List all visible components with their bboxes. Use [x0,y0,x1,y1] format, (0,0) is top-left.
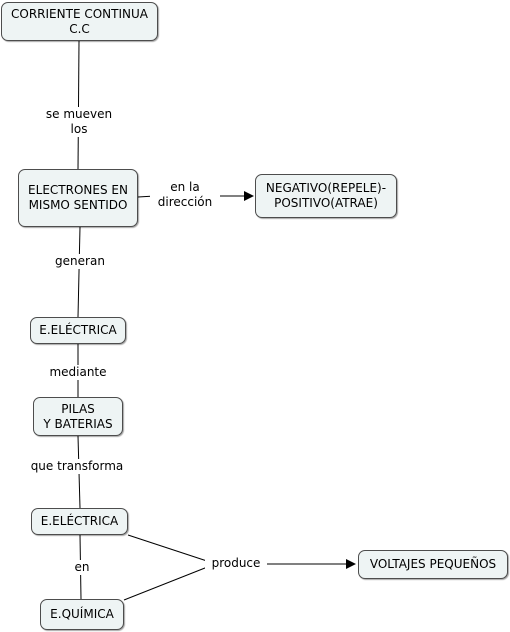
node-voltajes-pequenos[interactable]: VOLTAJES PEQUEÑOS [358,550,508,579]
link-quimica-produce [123,565,211,601]
link-electrica2-produce [127,534,211,563]
node-pilas-baterias[interactable]: PILAS Y BATERIAS [33,397,123,436]
node-corriente-continua[interactable]: CORRIENTE CONTINUA C.C [1,2,158,41]
label-en: en [67,560,97,575]
node-energia-electrica-2[interactable]: E.ELÉCTRICA [31,508,128,535]
link-electrones-electrica1 [77,226,81,318]
label-en-la-direccion: en la dirección [150,180,220,210]
label-se-mueven: se mueven los [41,107,117,137]
node-electrones[interactable]: ELECTRONES EN MISMO SENTIDO [18,169,138,227]
label-que-transforma: que transforma [24,459,130,474]
node-energia-electrica-1[interactable]: E.ELÉCTRICA [30,317,126,344]
node-energia-quimica[interactable]: E.QUÍMICA [40,599,124,630]
label-produce: produce [205,556,267,571]
label-generan: generan [50,254,110,269]
node-negativo-positivo[interactable]: NEGATIVO(REPELE)- POSITIVO(ATRAE) [255,174,397,218]
label-mediante: mediante [45,365,111,380]
link-corriente-electrones [77,40,80,171]
